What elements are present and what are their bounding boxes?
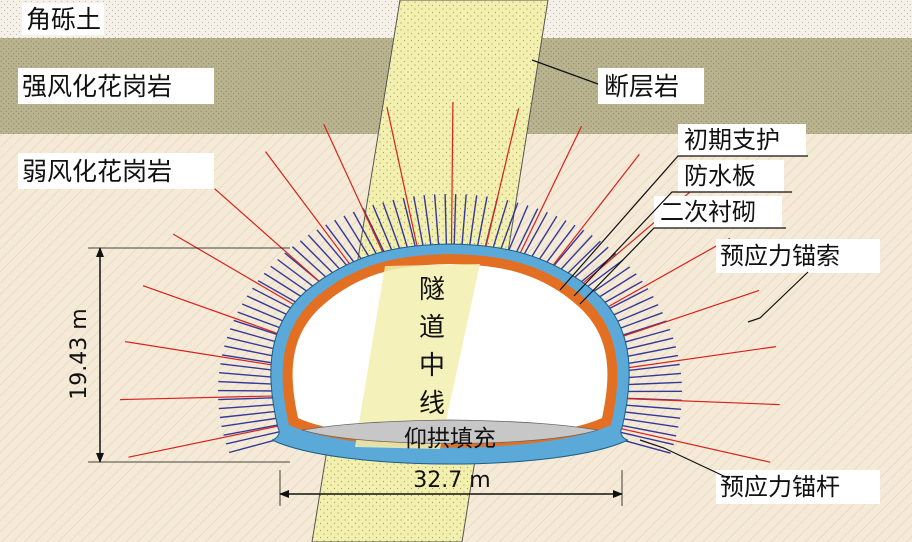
bolt: [225, 429, 287, 445]
cable: [120, 395, 281, 401]
cable: [593, 237, 731, 316]
cable: [614, 426, 771, 463]
waterproof-label: 防水板: [684, 162, 756, 190]
bolt: [218, 380, 281, 386]
strong-weathered-label-box: [18, 68, 214, 104]
fault-zone-inside-tunnel: [355, 264, 480, 449]
cable-leader: [747, 271, 809, 323]
bolt: [468, 195, 478, 248]
centerline-char: 道: [419, 313, 445, 343]
bolt: [221, 416, 283, 428]
top-soil-label: 角砾土: [26, 5, 101, 34]
primary-support-label: 初期支护: [684, 126, 780, 154]
cable: [609, 289, 760, 342]
cable: [617, 346, 776, 370]
bolt: [461, 194, 467, 247]
invert-fill: [301, 419, 599, 444]
bolt: [218, 403, 281, 410]
bolt: [218, 396, 281, 401]
bolt: [491, 199, 509, 251]
bolt-label: 预应力锚杆: [720, 473, 840, 501]
weak-weathered-label-box: [18, 153, 214, 189]
bolt: [453, 194, 457, 247]
top-soil-label-box: [22, 3, 104, 35]
bolt: [334, 219, 367, 266]
cable-label: 预应力锚索: [720, 242, 840, 270]
bolt: [444, 193, 448, 247]
bolt: [219, 410, 282, 419]
cable: [172, 233, 308, 314]
bolt: [433, 194, 440, 247]
bolt: [423, 195, 432, 247]
weak-weathered-label: 弱风化花岗岩: [22, 157, 172, 186]
bolt: [343, 215, 373, 263]
bolt: [392, 199, 409, 251]
height-label: 19.43 m: [67, 308, 92, 399]
width-label: 32.7 m: [413, 468, 490, 493]
cable: [323, 123, 386, 258]
cable: [386, 107, 419, 249]
fault-label-box: [598, 68, 704, 104]
bolt: [499, 202, 519, 253]
centerline-char: 线: [419, 389, 445, 419]
bolt: [513, 208, 539, 258]
secondary-lining-label-box: [654, 196, 782, 228]
bolt: [352, 211, 380, 260]
bolt: [527, 215, 558, 263]
centerline-char: 中: [419, 351, 445, 381]
strong-weathered-label: 强风化花岗岩: [22, 72, 172, 101]
primary-support-label-box: [678, 124, 806, 156]
bolt: [618, 410, 681, 419]
bolt: [402, 197, 417, 250]
fault-leader-line: [531, 59, 599, 85]
cable: [619, 397, 780, 406]
bolt: [615, 423, 677, 437]
bolt: [476, 196, 488, 249]
bolt: [223, 423, 285, 436]
cable: [484, 108, 520, 250]
cable: [547, 154, 640, 273]
bolt-label-box: [716, 470, 880, 504]
cable: [517, 125, 583, 259]
waterproof-label-box: [678, 160, 784, 192]
cable: [265, 151, 356, 272]
cable: [214, 188, 330, 291]
tunnel-centerline-label: 隧道中线: [419, 275, 445, 419]
bolt: [619, 404, 682, 410]
cable: [124, 341, 283, 368]
bolt: [362, 208, 387, 257]
cable-label-box: [716, 239, 880, 273]
primary-support-leader: [559, 155, 808, 291]
centerline-char: 隧: [419, 275, 445, 305]
bolt: [372, 204, 395, 255]
prestressed-cables: [120, 101, 780, 463]
bolt: [617, 417, 679, 428]
waterproof-leader: [573, 191, 792, 297]
invert-fill-label: 仰拱填充: [404, 426, 496, 452]
bolt: [613, 430, 674, 446]
cable: [450, 101, 454, 247]
cable: [142, 285, 293, 340]
secondary-lining-label: 二次衬砌: [660, 198, 756, 226]
bolt: [413, 196, 425, 248]
bolt: [534, 220, 567, 266]
bolt: [520, 211, 548, 260]
bolt: [506, 205, 529, 255]
bolt: [382, 202, 402, 253]
secondary-lining-leader: [579, 227, 786, 305]
bolt: [619, 381, 682, 386]
bolt-leader: [639, 439, 729, 479]
cable: [128, 424, 285, 458]
fault-label: 断层岩: [604, 72, 679, 101]
